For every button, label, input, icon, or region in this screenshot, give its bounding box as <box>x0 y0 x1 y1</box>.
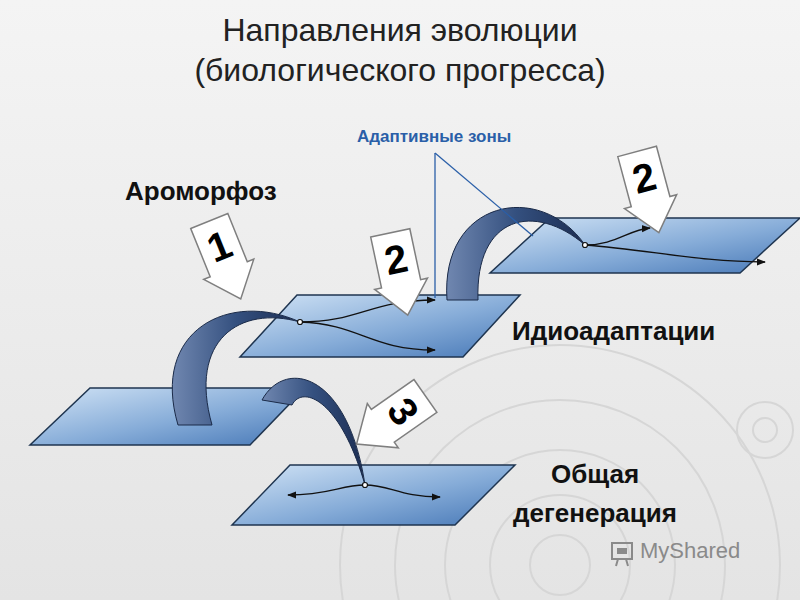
callout-arrow: 2 <box>364 227 434 320</box>
plane <box>240 295 520 357</box>
callout-arrow: 2 <box>611 144 685 239</box>
branch-arrows <box>288 228 765 497</box>
band <box>172 311 300 425</box>
watermark: MyShared <box>640 538 790 564</box>
watermark-icon <box>612 543 632 566</box>
plane <box>232 465 515 525</box>
callout-number: 2 <box>371 229 420 286</box>
adaptive-zone-planes <box>30 218 800 525</box>
title: Направления эволюции (биологического про… <box>150 10 650 90</box>
plane <box>490 218 800 273</box>
aromorphosis-label: Ароморфоз <box>125 176 385 207</box>
callout-arrow-outline <box>341 374 441 466</box>
leader-lines <box>435 153 533 298</box>
band <box>262 378 365 485</box>
callout-arrow: 1 <box>184 211 266 309</box>
zone-label: Адаптивные зоны <box>357 127 577 147</box>
origin-dots <box>298 243 588 488</box>
degeneration-label: Общая дегенерация <box>470 455 720 533</box>
callout-number: 2 <box>618 146 669 204</box>
callout-arrow-outline <box>611 144 685 239</box>
callout-arrow-outline <box>184 211 266 309</box>
evolution-bands <box>172 207 585 485</box>
callout-arrow-outline <box>364 227 434 320</box>
callout-arrow: 3 <box>341 374 441 466</box>
idioadaptation-label: Идиоадаптации <box>512 316 792 347</box>
